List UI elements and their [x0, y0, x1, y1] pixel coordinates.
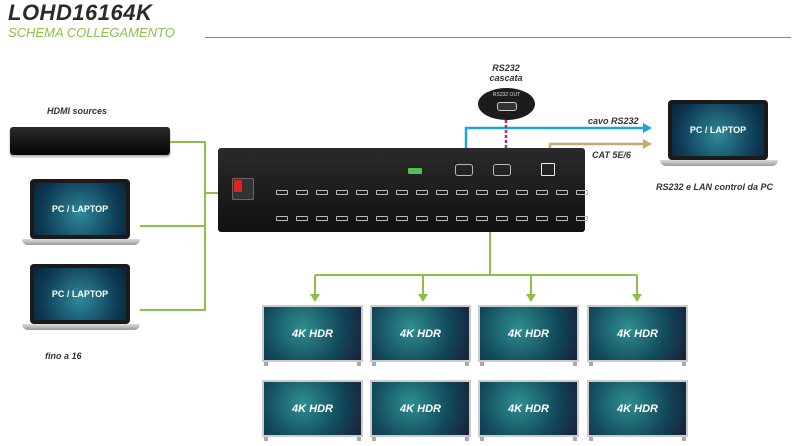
- matrix-switcher: [218, 148, 588, 232]
- hdmi-output-port: [436, 216, 448, 221]
- tv-screen-text: 4K HDR: [587, 380, 688, 437]
- hdmi-output-port: [576, 216, 588, 221]
- hdmi-input-port: [376, 190, 388, 195]
- rs232-cable-label: cavo RS232: [588, 116, 639, 126]
- tv-screen-text: 4K HDR: [587, 305, 688, 362]
- tv-screen-text: 4K HDR: [370, 305, 471, 362]
- hdmi-input-port: [456, 190, 468, 195]
- hdmi-output-port: [516, 216, 528, 221]
- divider: [205, 37, 791, 38]
- hdmi-input-port: [396, 190, 408, 195]
- hdmi-input-port: [276, 190, 288, 195]
- hdmi-input-port: [476, 190, 488, 195]
- hdmi-input-port: [576, 190, 588, 195]
- display-tv: 4K HDR: [478, 380, 579, 441]
- bluray-player: [10, 127, 170, 155]
- hdmi-input-port: [536, 190, 548, 195]
- source-count-label: fino a 16: [45, 351, 82, 361]
- display-tv: 4K HDR: [587, 380, 688, 441]
- hdmi-input-port: [356, 190, 368, 195]
- hdmi-output-port: [476, 216, 488, 221]
- hdmi-output-port: [396, 216, 408, 221]
- display-tv: 4K HDR: [370, 380, 471, 441]
- hdmi-output-port: [456, 216, 468, 221]
- control-pc-laptop: PC / LAPTOP: [660, 100, 778, 168]
- tv-screen-text: 4K HDR: [478, 380, 579, 437]
- hdmi-output-port: [556, 216, 568, 221]
- hdmi-input-port: [516, 190, 528, 195]
- control-pc-caption: RS232 e LAN control da PC: [656, 182, 774, 192]
- laptop-screen-text: PC / LAPTOP: [34, 183, 126, 235]
- hdmi-output-port: [336, 216, 348, 221]
- hdmi-sources-label: HDMI sources: [47, 106, 108, 116]
- display-tv: 4K HDR: [370, 305, 471, 366]
- tv-screen-text: 4K HDR: [478, 305, 579, 362]
- hdmi-input-port: [496, 190, 508, 195]
- hdmi-output-port: [536, 216, 548, 221]
- tv-screen-text: 4K HDR: [262, 305, 363, 362]
- laptop-screen-text: PC / LAPTOP: [34, 268, 126, 320]
- source-laptop: PC / LAPTOP: [22, 264, 140, 332]
- tv-screen-text: 4K HDR: [370, 380, 471, 437]
- hdmi-output-port: [356, 216, 368, 221]
- rs232-cable: [464, 126, 648, 153]
- cascade-label-line1: RS232: [492, 63, 520, 73]
- hdmi-output-port: [316, 216, 328, 221]
- hdmi-output-port: [416, 216, 428, 221]
- hdmi-output-port: [496, 216, 508, 221]
- page-title: LOHD16164K: [8, 0, 153, 25]
- output-lines: [314, 232, 638, 298]
- cascade-label-line2: cascata: [489, 73, 523, 83]
- port-label: RS232 OUT: [492, 92, 521, 98]
- hdmi-output-port: [376, 216, 388, 221]
- hdmi-input-port: [416, 190, 428, 195]
- hdmi-input-port: [336, 190, 348, 195]
- hdmi-output-port: [276, 216, 288, 221]
- rs232-out-connector: RS232 OUT: [478, 88, 535, 120]
- hdmi-input-port: [316, 190, 328, 195]
- display-tv: 4K HDR: [587, 305, 688, 366]
- hdmi-input-port: [556, 190, 568, 195]
- hdmi-input-port: [296, 190, 308, 195]
- laptop-screen-text: PC / LAPTOP: [672, 104, 764, 156]
- display-tv: 4K HDR: [262, 305, 363, 366]
- display-tv: 4K HDR: [478, 305, 579, 366]
- tv-screen-text: 4K HDR: [262, 380, 363, 437]
- source-laptop: PC / LAPTOP: [22, 179, 140, 247]
- lan-cable-label: CAT 5E/6: [592, 150, 631, 160]
- display-tv: 4K HDR: [262, 380, 363, 441]
- hdmi-output-port: [296, 216, 308, 221]
- hdmi-input-port: [436, 190, 448, 195]
- page-subtitle: SCHEMA COLLEGAMENTO: [8, 25, 175, 40]
